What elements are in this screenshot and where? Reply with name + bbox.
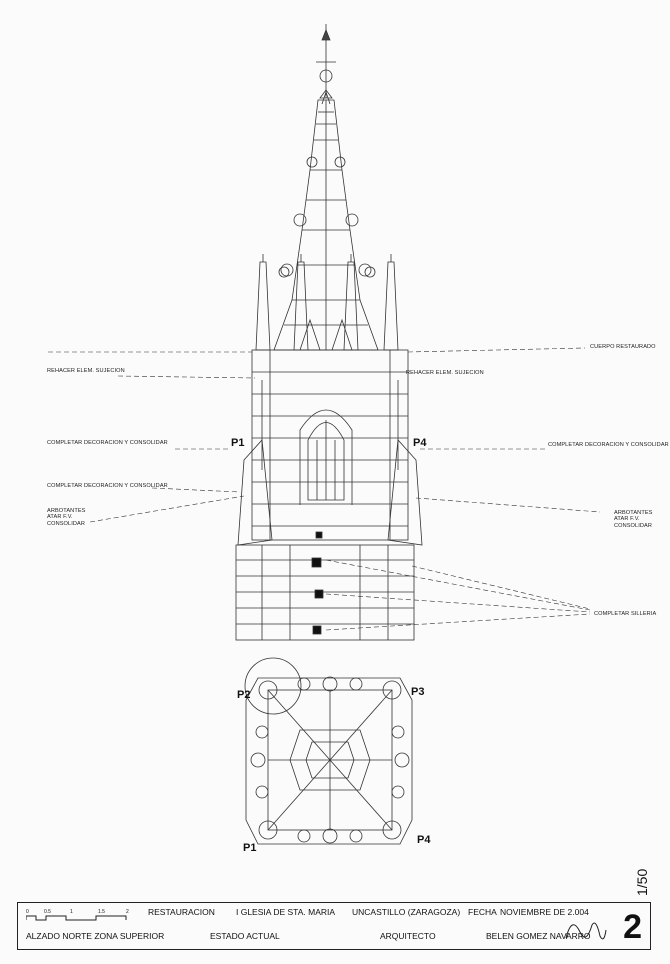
spire: [273, 90, 379, 351]
sheet-number: 2: [623, 908, 642, 946]
graphic-scale: 0 0.5 1 1.5 2: [25, 909, 138, 921]
tb-location: UNCASTILLO (ZARAGOZA): [352, 907, 461, 917]
pinnacle-tag-p2-plan: P2: [237, 689, 251, 701]
note-line: ARBOTANTES: [614, 510, 653, 516]
note-line: ATAR F.V.: [614, 516, 640, 523]
tb-date-value: NOVIEMBRE DE 2.004: [500, 907, 589, 917]
pinnacles-elevation: [255, 254, 399, 351]
note-line: CONSOLIDAR: [614, 522, 652, 529]
note-completar-decoracion-right: COMPLETAR DECORACION Y CONSOLIDAR: [548, 442, 669, 448]
note-completar-decoracion-lower: COMPLETAR DECORACION Y CONSOLIDAR: [47, 483, 168, 489]
tb-project-type: RESTAURACION: [148, 907, 215, 917]
note-completar-silleria: COMPLETAR SILLERIA: [594, 611, 657, 617]
note-cuerpo-restaurado: CUERPO RESTAURADO: [590, 344, 656, 350]
plan-view: [244, 657, 413, 845]
note-line: ARBOTANTES: [47, 508, 86, 514]
note-rehacer-right: REHACER ELEM. SUJECION: [406, 370, 484, 376]
scale-tick: 1: [70, 909, 73, 915]
scale-tick: 0: [26, 909, 29, 915]
tb-state: ESTADO ACTUAL: [210, 931, 280, 941]
leader-lines: [48, 347, 601, 631]
tower-upper-body: [237, 349, 423, 546]
pinnacle-tag-p1-elevation: P1: [231, 437, 245, 449]
tower-lower-body: [235, 531, 415, 641]
note-line: ATAR F.V.: [47, 514, 73, 521]
signature-icon: [565, 922, 607, 940]
scale-tick: 1.5: [98, 909, 105, 915]
tb-architect: BELEN GOMEZ NAVARRO: [486, 931, 591, 941]
tb-building: I GLESIA DE STA. MARIA: [236, 907, 336, 917]
scale-tick: 0.5: [44, 909, 51, 915]
tb-date-label: FECHA: [468, 907, 497, 917]
note-arbotantes-right: ARBOTANTES ATAR F.V. CONSOLIDAR: [614, 510, 653, 529]
pinnacle-tag-p3-plan: P3: [411, 686, 425, 698]
pinnacle-tag-p4-elevation: P4: [413, 437, 427, 449]
note-arbotantes-left: ARBOTANTES ATAR F.V. CONSOLIDAR: [47, 508, 86, 527]
note-line: CONSOLIDAR: [47, 520, 85, 527]
tb-view: ALZADO NORTE ZONA SUPERIOR: [26, 931, 165, 941]
weathervane-icon: [316, 24, 336, 99]
pinnacle-tag-p4-plan: P4: [417, 834, 431, 846]
pinnacle-tag-p1-plan: P1: [243, 842, 257, 854]
scale-tick: 2: [126, 909, 129, 915]
title-block: 0 0.5 1 1.5 2 RESTAURACION I GLESIA DE S…: [17, 902, 651, 950]
note-rehacer-left: REHACER ELEM. SUJECION: [47, 368, 125, 374]
tb-role: ARQUITECTO: [380, 931, 436, 941]
note-completar-decoracion-left: COMPLETAR DECORACION Y CONSOLIDAR: [47, 440, 168, 446]
scale-label: 1/50: [634, 868, 650, 896]
scale-bar-icon: [25, 915, 127, 921]
